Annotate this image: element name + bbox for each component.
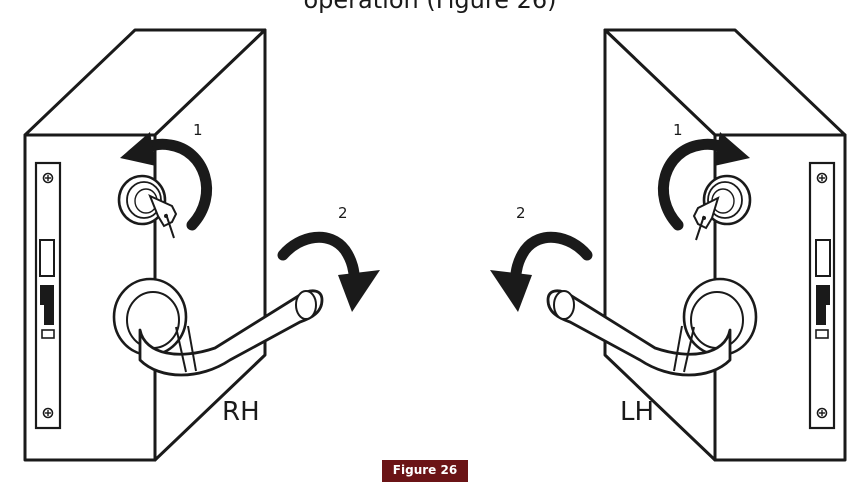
- lh-arrow-2: [490, 231, 593, 312]
- rh-hand-label: RH: [222, 397, 260, 427]
- rh-arrow-1: [120, 132, 213, 231]
- lh-step-2-label: 2: [516, 204, 526, 222]
- rh-arrow-2: [277, 231, 380, 312]
- lh-lever-handle: [546, 289, 732, 377]
- rh-faceplate: [34, 161, 62, 430]
- lh-hand-label: LH: [620, 397, 654, 427]
- rh-lever-handle: [138, 289, 324, 377]
- lh-lever-rose: [682, 277, 758, 357]
- figure-caption-text: Figure 26: [392, 463, 458, 477]
- rh-step-1-label: 1: [193, 121, 203, 139]
- rh-key: [148, 194, 178, 239]
- rh-lever-rose: [112, 277, 188, 357]
- rh-step-2-label: 2: [338, 204, 348, 222]
- figure-caption-badge: Figure 26: [382, 460, 468, 482]
- lh-key: [692, 196, 720, 241]
- lh-faceplate: [808, 161, 836, 430]
- rh-door: 1 2 RH: [23, 28, 380, 462]
- lh-key-cylinder: [702, 174, 752, 226]
- top-caption: operation (Figure 26): [303, 0, 557, 14]
- rh-key-cylinder: [117, 174, 167, 226]
- figure-illustration: 1 2 RH: [23, 28, 847, 462]
- lh-arrow-1: [657, 132, 750, 231]
- lh-step-1-label: 1: [673, 121, 683, 139]
- lh-door: 1 2 LH: [490, 28, 847, 462]
